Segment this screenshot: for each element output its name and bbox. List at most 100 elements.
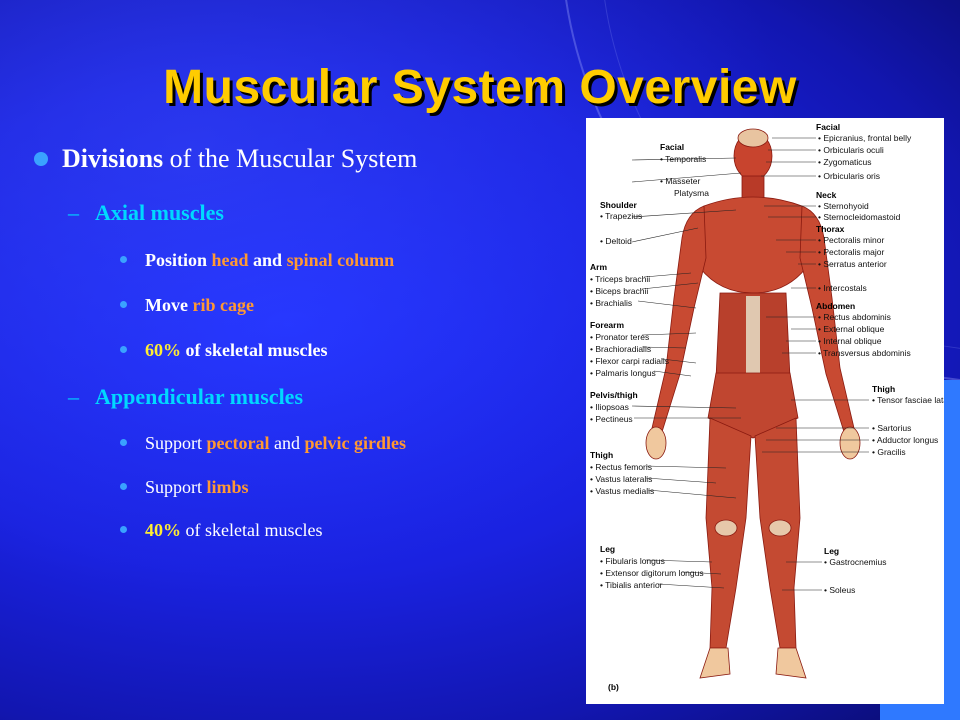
label-header: Pelvis/thigh	[590, 390, 638, 400]
label-header: Arm	[590, 262, 607, 272]
label-header: Forearm	[590, 320, 624, 330]
label-trapezius: • Trapezius	[600, 211, 642, 221]
label-platysma: Platysma	[674, 188, 709, 198]
label-palmaris: • Palmaris longus	[590, 368, 656, 378]
label-temporalis: • Temporalis	[660, 154, 706, 164]
label-vastus-lateralis: • Vastus lateralis	[590, 474, 652, 484]
label-vastus-medialis: • Vastus medialis	[590, 486, 654, 496]
label-rectus-femoris: • Rectus femoris	[590, 462, 652, 472]
item-text: Support	[145, 433, 207, 453]
label-gastrocnemius: • Gastrocnemius	[824, 557, 887, 567]
label-gracilis: • Gracilis	[872, 447, 906, 457]
label-tensor-fasciae: • Tensor fasciae latae	[872, 395, 944, 405]
label-internal-oblique: • Internal oblique	[818, 336, 882, 346]
bullet-dot-icon	[120, 301, 127, 309]
label-brachialis: • Brachialis	[590, 298, 632, 308]
item-highlight: rib cage	[192, 295, 254, 315]
label-header: Leg	[600, 544, 615, 554]
label-fibularis: • Fibularis longus	[600, 556, 665, 566]
slide-title: Muscular System Overview	[163, 61, 797, 114]
panel-label: (b)	[608, 682, 619, 692]
leader-lines	[631, 137, 869, 591]
item-highlight: spinal column	[286, 250, 395, 270]
label-triceps: • Triceps brachii	[590, 274, 650, 284]
label-header: Leg	[824, 546, 839, 556]
label-rectus-abdominis: • Rectus abdominis	[818, 312, 891, 322]
label-header: Thigh	[872, 384, 895, 394]
item-percent: 60%	[145, 340, 181, 360]
label-pectineus: • Pectineus	[590, 414, 633, 424]
appendicular-item-1: Support pectoral and pelvic girdles	[120, 433, 406, 454]
item-percent: 40%	[145, 520, 181, 540]
appendicular-item-3: 40% of skeletal muscles	[120, 520, 322, 541]
label-sternocleidomastoid: • Sternocleidomastoid	[818, 212, 901, 222]
item-text: Support	[145, 477, 207, 497]
label-soleus: • Soleus	[824, 585, 855, 595]
muscle-diagram: Facial • Temporalis • Masseter Platysma …	[586, 118, 944, 704]
bullet-divisions: Divisions of the Muscular System	[34, 144, 417, 174]
appendicular-heading: Appendicular muscles	[95, 384, 304, 409]
item-text: Position	[145, 250, 212, 270]
axial-item-2: Move rib cage	[120, 295, 254, 316]
muscle-diagram-svg: Facial • Temporalis • Masseter Platysma …	[590, 122, 944, 692]
bullet-dot-icon	[120, 256, 127, 264]
label-header: Thorax	[816, 224, 845, 234]
label-orbicularis-oculi: • Orbicularis oculi	[818, 145, 884, 155]
heading-axial: –Axial muscles	[68, 200, 224, 226]
label-transversus: • Transversus abdominis	[818, 348, 911, 358]
label-brachioradialis: • Brachioradialis	[590, 344, 651, 354]
heading-appendicular: –Appendicular muscles	[68, 384, 303, 410]
body-figure	[645, 128, 861, 679]
label-biceps: • Biceps brachii	[590, 286, 648, 296]
axial-item-3: 60% of skeletal muscles	[120, 340, 327, 361]
label-external-oblique: • External oblique	[818, 324, 885, 334]
axial-item-1: Position head and spinal column	[120, 250, 394, 271]
label-header: Facial	[660, 142, 684, 152]
item-highlight: pectoral	[206, 433, 270, 453]
label-sternohyoid: • Sternohyoid	[818, 201, 869, 211]
label-intercostals: • Intercostals	[818, 283, 867, 293]
appendicular-item-2: Support limbs	[120, 477, 249, 498]
label-tibialis: • Tibialis anterior	[600, 580, 663, 590]
item-text: Move	[145, 295, 193, 315]
item-highlight: pelvic girdles	[304, 433, 407, 453]
item-highlight: head	[211, 250, 249, 270]
item-text: of skeletal muscles	[181, 340, 328, 360]
item-text: of skeletal muscles	[181, 520, 323, 540]
label-pectoralis-minor: • Pectoralis minor	[818, 235, 884, 245]
item-text: and	[248, 250, 287, 270]
label-sartorius: • Sartorius	[872, 423, 911, 433]
label-deltoid: • Deltoid	[600, 236, 632, 246]
label-zygomaticus: • Zygomaticus	[818, 157, 872, 167]
label-epicranius: • Epicranius, frontal belly	[818, 133, 912, 143]
label-header: Shoulder	[600, 200, 638, 210]
bullet-dot-icon	[120, 346, 127, 354]
item-highlight: limbs	[206, 477, 249, 497]
bullet-dot-icon	[120, 483, 127, 491]
label-serratus: • Serratus anterior	[818, 259, 887, 269]
bullet-rest: of the Muscular System	[163, 144, 418, 173]
label-iliopsoas: • Iliopsoas	[590, 402, 629, 412]
bullet-dot-icon	[34, 152, 48, 167]
dash-icon: –	[68, 384, 79, 409]
label-pectoralis-major: • Pectoralis major	[818, 247, 884, 257]
bullet-bold: Divisions	[62, 144, 164, 173]
item-text: and	[269, 433, 305, 453]
label-header: Neck	[816, 190, 837, 200]
dash-icon: –	[68, 200, 79, 225]
label-extensor-digitorum: • Extensor digitorum longus	[600, 568, 704, 578]
axial-heading: Axial muscles	[95, 200, 224, 225]
bullet-dot-icon	[120, 439, 127, 447]
label-header: Facial	[816, 122, 840, 132]
label-header: Thigh	[590, 450, 613, 460]
label-header: Abdomen	[816, 301, 855, 311]
label-flexor: • Flexor carpi radialis	[590, 356, 669, 366]
label-orbicularis-oris: • Orbicularis oris	[818, 171, 880, 181]
label-adductor-longus: • Adductor longus	[872, 435, 938, 445]
label-masseter: • Masseter	[660, 176, 700, 186]
bullet-dot-icon	[120, 526, 127, 534]
left-labels: Facial • Temporalis • Masseter Platysma …	[590, 142, 709, 590]
label-pronator: • Pronator teres	[590, 332, 649, 342]
right-labels: Facial • Epicranius, frontal belly • Orb…	[816, 122, 944, 595]
